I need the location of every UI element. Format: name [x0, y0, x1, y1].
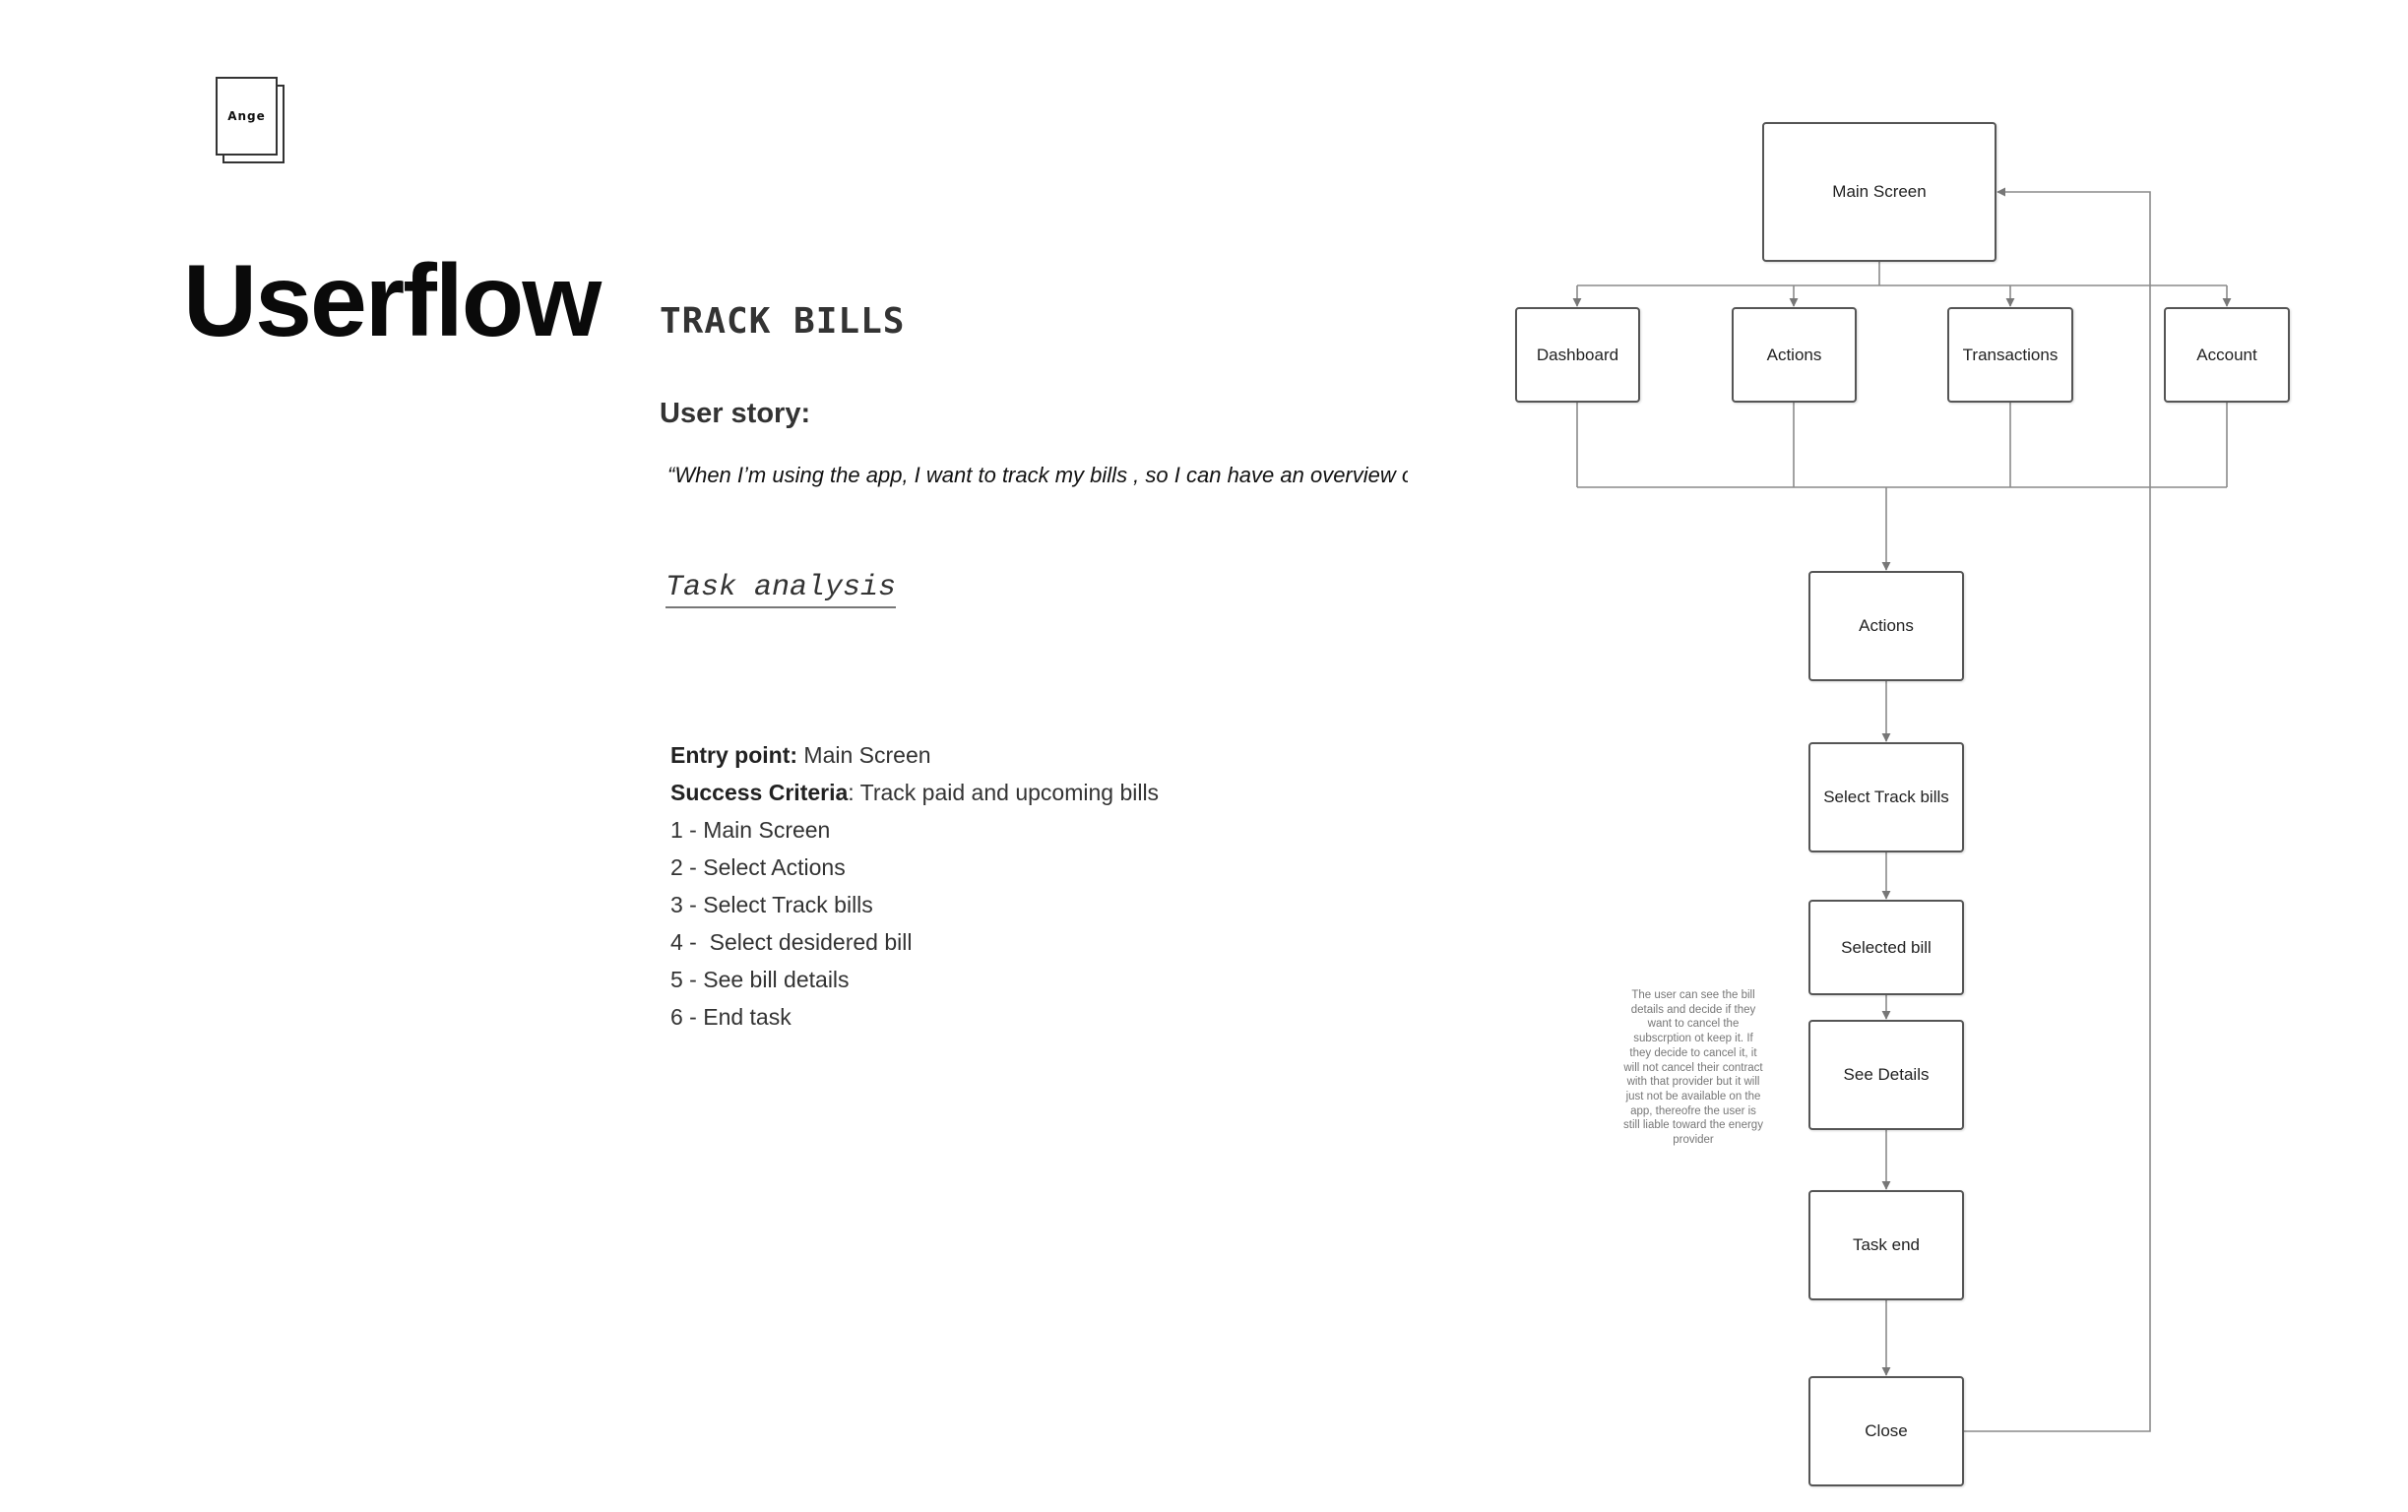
task-step: 6 - End task: [670, 1004, 792, 1030]
node-actions: Actions: [1808, 571, 1964, 681]
node-selected-bill: Selected bill: [1808, 900, 1964, 995]
task-step: 2 - Select Actions: [670, 854, 846, 880]
success-criteria-label: Success Criteria: [670, 780, 849, 805]
node-label: Selected bill: [1841, 937, 1932, 957]
task-analysis-block: Entry point: Main Screen Success Criteri…: [670, 736, 1159, 1036]
node-actions-top: Actions: [1732, 307, 1857, 403]
node-label: Task end: [1852, 1235, 1921, 1254]
node-label: Main Screen: [1832, 182, 1927, 201]
node-label: Select Track bills: [1823, 788, 1949, 806]
entry-point-value: Main Screen: [797, 742, 931, 768]
node-label: Transactions: [1962, 345, 2059, 364]
task-step: 5 - See bill details: [670, 967, 850, 992]
node-label: Dashboard: [1536, 345, 1619, 364]
user-story-quote: “When I’m using the app, I want to track…: [667, 463, 1408, 487]
page-title: Userflow: [183, 244, 602, 358]
success-criteria-row: Success Criteria: Track paid and upcomin…: [670, 774, 1159, 811]
node-dashboard: Dashboard: [1515, 307, 1640, 403]
entry-point-row: Entry point: Main Screen: [670, 736, 1159, 774]
node-label: Actions: [1859, 616, 1914, 635]
node-label: Close: [1865, 1421, 1908, 1440]
logo-frame-front: Ange: [216, 77, 278, 156]
node-main-screen: Main Screen: [1762, 122, 1996, 262]
logo: Ange: [216, 77, 286, 165]
success-criteria-value: : Track paid and upcoming bills: [848, 780, 1160, 805]
node-transactions: Transactions: [1947, 307, 2073, 403]
task-step: 3 - Select Track bills: [670, 892, 873, 917]
node-task-end: Task end: [1808, 1190, 1964, 1300]
logo-text: Ange: [227, 109, 266, 123]
task-step: 4 - Select desidered bill: [670, 929, 913, 955]
node-see-details: See Details: [1808, 1020, 1964, 1130]
node-select-track-bills: Select Track bills: [1808, 742, 1964, 852]
task-analysis-heading: Task analysis: [665, 571, 897, 608]
node-close: Close: [1808, 1376, 1964, 1486]
node-account: Account: [2164, 307, 2290, 403]
see-details-note: The user can see the bill details and de…: [1623, 989, 1763, 1147]
section-title: TRACK BILLS: [660, 301, 906, 342]
node-label: Actions: [1766, 345, 1822, 364]
entry-point-label: Entry point:: [670, 742, 798, 768]
node-label: Account: [2196, 345, 2257, 364]
connector-close-to-main: [1964, 187, 2151, 1432]
node-label: See Details: [1843, 1065, 1930, 1084]
user-story-heading: User story:: [660, 398, 811, 429]
task-step: 1 - Main Screen: [670, 817, 831, 843]
